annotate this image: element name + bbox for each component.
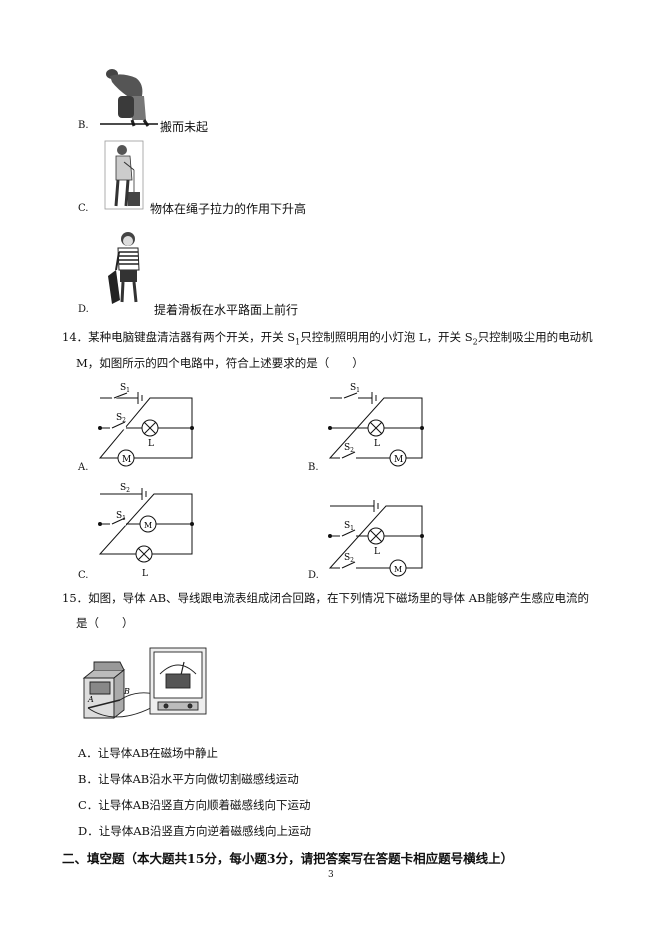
q14-option-d-letter: D.: [308, 570, 319, 581]
q13-option-d-text: 提着滑板在水平路面上前行: [154, 303, 299, 317]
q15-option-a: A．让导体AB在磁场中静止: [78, 746, 219, 760]
circuit-diagram-c: S2 S1 M L: [98, 483, 194, 579]
svg-text:L: L: [148, 439, 154, 449]
svg-text:M: M: [394, 565, 402, 574]
svg-text:A: A: [87, 695, 94, 704]
q14-option-c-letter: C.: [78, 570, 89, 581]
svg-text:S1: S1: [120, 383, 130, 394]
q13-option-b-letter: B.: [78, 120, 89, 131]
svg-text:B: B: [123, 687, 130, 696]
svg-text:S2: S2: [116, 413, 126, 424]
q14-option-a-letter: A.: [78, 462, 89, 473]
svg-text:L: L: [374, 439, 380, 449]
svg-text:L: L: [142, 569, 148, 579]
q13-option-b-text: 搬而未起: [160, 120, 209, 134]
section-2-heading: 二、填空题（本大题共15分，每小题3分，请把答案写在答题卡相应题号横线上）: [62, 851, 514, 866]
svg-text:S2: S2: [344, 443, 354, 454]
q14-option-b-letter: B.: [308, 462, 319, 473]
svg-text:L: L: [374, 547, 380, 557]
q15-option-c: C．让导体AB沿竖直方向顺着磁感线向下运动: [78, 798, 311, 812]
circuit-diagram-a: S1 S2 L M: [98, 383, 194, 467]
q15-option-d: D．让导体AB沿竖直方向逆着磁感线向上运动: [78, 824, 311, 838]
man-pulling-rope-illustration: [104, 140, 144, 210]
q13-option-c-letter: C.: [78, 203, 89, 214]
svg-text:M: M: [144, 521, 152, 530]
q15-option-b: B．让导体AB沿水平方向做切割磁感线运动: [78, 772, 299, 786]
woman-lifting-illustration: [100, 69, 158, 127]
galvanometer-experiment-figure: A B: [82, 647, 207, 719]
q13-option-d-letter: D.: [78, 304, 89, 315]
svg-text:S1: S1: [350, 383, 360, 394]
q14-stem-line1: 14．某种电脑键盘清洁器有两个开关，开关 S1只控制照明用的小灯泡 L，开关 S…: [62, 330, 593, 347]
page-number: 3: [328, 870, 334, 880]
svg-text:S2: S2: [344, 553, 354, 564]
q13-option-c-text: 物体在绳子拉力的作用下升高: [150, 202, 307, 216]
q14-stem-line2: M，如图所示的四个电路中，符合上述要求的是（ ）: [76, 356, 364, 370]
svg-text:M: M: [122, 455, 131, 465]
q15-stem-line2: 是（ ）: [76, 616, 134, 630]
boy-carrying-skateboard-illustration: [108, 232, 140, 304]
circuit-diagram-d: S1 L S2 M: [328, 500, 424, 577]
svg-text:S1: S1: [344, 521, 354, 532]
q15-stem-line1: 15．如图，导体 AB、导线跟电流表组成闭合回路，在下列情况下磁场里的导体 AB…: [62, 591, 589, 605]
circuit-diagram-b: S1 S2 L M: [328, 383, 424, 467]
svg-text:S2: S2: [120, 483, 130, 494]
svg-text:S1: S1: [116, 511, 126, 522]
svg-text:M: M: [394, 455, 403, 465]
